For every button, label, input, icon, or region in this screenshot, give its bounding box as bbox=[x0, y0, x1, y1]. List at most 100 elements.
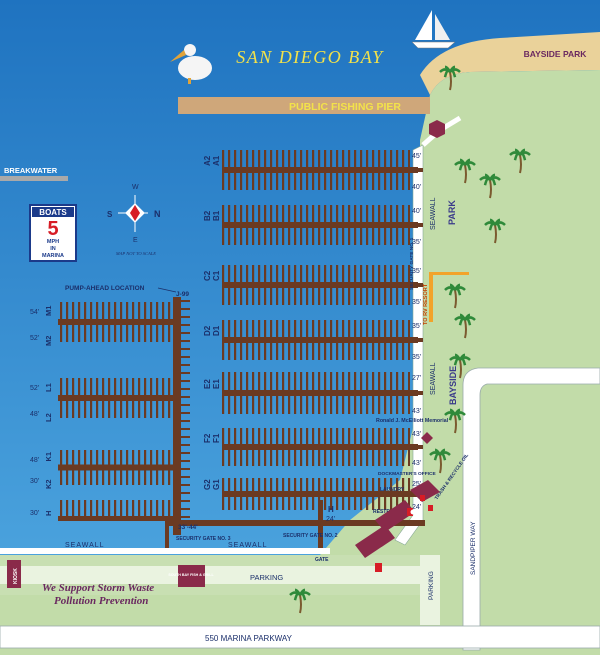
palm-tree-icon bbox=[289, 588, 311, 614]
pump-ahead-label: PUMP-AHEAD LOCATION bbox=[65, 285, 145, 292]
dock-width-k2: 30' bbox=[30, 478, 39, 485]
palm-frond bbox=[453, 408, 461, 416]
j-slip bbox=[181, 388, 190, 390]
dock-label-k2: K2 bbox=[44, 479, 53, 489]
gangway-f bbox=[410, 445, 423, 449]
dock-label-d2: D2 bbox=[203, 325, 212, 336]
palm-tree-icon bbox=[509, 148, 531, 174]
j-slip bbox=[181, 428, 190, 430]
trash-icon bbox=[428, 505, 433, 511]
slips-e2 bbox=[222, 396, 410, 414]
dock-label-g1: G1 bbox=[212, 479, 221, 490]
slips-f1 bbox=[222, 428, 410, 444]
j-slip bbox=[181, 316, 190, 318]
speed-sign-line2: IN bbox=[50, 246, 56, 252]
fishing-pier bbox=[178, 97, 430, 114]
walkway-left-l bbox=[58, 395, 175, 401]
storm-waste-line2: Pollution Prevention bbox=[54, 595, 148, 607]
dock-width-f2: 43' bbox=[412, 460, 421, 467]
breakwater bbox=[0, 176, 68, 181]
palm-tree-icon bbox=[444, 408, 466, 434]
j-slip bbox=[181, 452, 190, 454]
dock-width-d2: 35' bbox=[412, 354, 421, 361]
fish-grill-building bbox=[178, 565, 205, 587]
memorial-icon bbox=[421, 432, 433, 444]
j-slip bbox=[181, 412, 190, 414]
slips-g1 bbox=[222, 478, 410, 491]
palm-frond bbox=[463, 313, 471, 321]
palm-trunk bbox=[489, 179, 492, 199]
palm-tree-icon bbox=[454, 313, 476, 339]
parking-vertical-label: PARKING bbox=[428, 571, 435, 600]
south-main-walkway bbox=[165, 520, 425, 526]
phone-icon bbox=[375, 563, 382, 572]
dock-label-a2: A2 bbox=[203, 155, 212, 166]
palm-trunk bbox=[299, 594, 302, 614]
j-slip bbox=[181, 460, 190, 462]
park-vertical-label: PARK bbox=[447, 200, 457, 225]
office-building bbox=[375, 500, 415, 532]
memorial-label: Ronald J. McElliott Memorial bbox=[376, 418, 449, 424]
pump-ahead-arrow bbox=[157, 287, 177, 293]
walkway-e bbox=[222, 390, 418, 396]
j-slip bbox=[181, 444, 190, 446]
palm-trunk bbox=[454, 289, 457, 309]
j-slip bbox=[181, 404, 190, 406]
security-gate-2-label: SECURITY GATE NO. 2 bbox=[283, 533, 338, 539]
dock-width-g2: 24' bbox=[412, 504, 421, 511]
j-slip bbox=[181, 516, 190, 518]
palm-frond bbox=[458, 353, 466, 361]
walkway-left-k bbox=[58, 464, 175, 471]
j-slip bbox=[181, 380, 190, 382]
restroom-icon bbox=[407, 508, 413, 516]
dock-label-g2: G2 bbox=[203, 479, 212, 490]
palm-trunk bbox=[494, 224, 497, 244]
palm-trees bbox=[289, 65, 531, 614]
j-dock-spine bbox=[173, 297, 181, 535]
dock-width-l1: 52' bbox=[30, 385, 39, 392]
palm-trunk bbox=[439, 454, 442, 474]
dock-width-d1: 35' bbox=[412, 323, 421, 330]
seawall-bottom-left: SEAWALL bbox=[65, 542, 105, 549]
palm-frond bbox=[448, 65, 456, 73]
dock-label-f1: F1 bbox=[212, 433, 221, 443]
j-slip bbox=[181, 324, 190, 326]
speed-sign-line3: MARINA bbox=[42, 253, 64, 259]
j-slip bbox=[181, 484, 190, 486]
dock-width-c1: 35' bbox=[412, 268, 421, 275]
slips-c1 bbox=[222, 265, 410, 282]
palm-tree-icon bbox=[429, 448, 451, 474]
palm-trunk bbox=[519, 154, 522, 174]
beach-sand bbox=[420, 32, 600, 95]
gazebo-icon bbox=[429, 120, 445, 138]
palm-tree-icon bbox=[454, 158, 476, 184]
j-slip bbox=[181, 364, 190, 366]
dock-width-h-main: 24' bbox=[326, 516, 335, 523]
kiosk-label: KIOSK bbox=[13, 568, 19, 584]
rv-resort-path bbox=[429, 272, 433, 322]
palm-tree-icon bbox=[439, 65, 461, 91]
dock-label-a1: A1 bbox=[212, 155, 221, 166]
pelican-icon bbox=[170, 44, 212, 84]
compass-w: W bbox=[132, 184, 139, 191]
j-slip bbox=[181, 372, 190, 374]
dumpster-icon bbox=[410, 509, 416, 515]
sailboat-icon bbox=[411, 10, 456, 49]
j-slip bbox=[181, 308, 190, 310]
slips-g2 bbox=[222, 497, 410, 510]
slips-a1 bbox=[222, 150, 410, 167]
dockmasters-office-label: DOCKMASTER'S OFFICE bbox=[378, 471, 436, 477]
palm-trunk bbox=[464, 319, 467, 339]
palm-trunk bbox=[459, 359, 462, 379]
restaurant-building bbox=[355, 525, 395, 558]
marina-parkway-road bbox=[0, 625, 600, 649]
sandpiper-way-road bbox=[462, 367, 600, 651]
dock-width-e1: 27' bbox=[412, 375, 421, 382]
